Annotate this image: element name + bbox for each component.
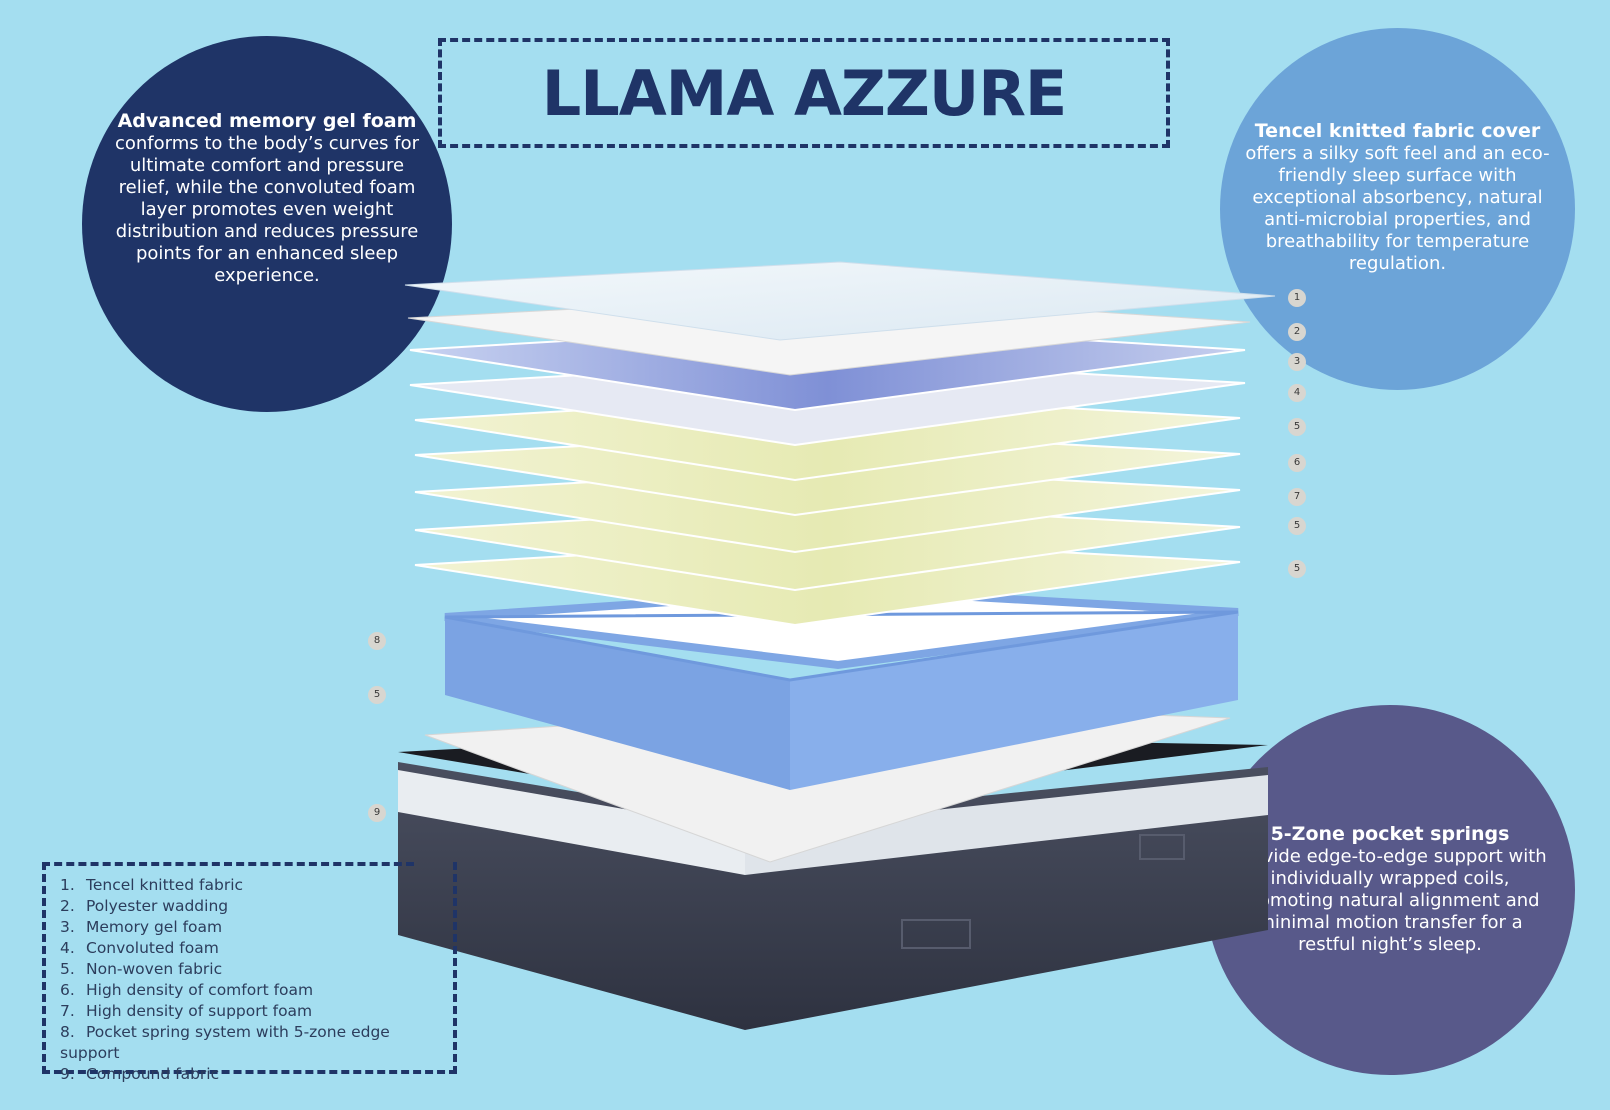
layer-marker: 5 xyxy=(1288,560,1306,578)
layer-marker: 2 xyxy=(1288,323,1306,341)
legend-border-top xyxy=(42,862,414,866)
memory-foam-callout-title: Advanced memory gel foam xyxy=(117,110,417,132)
layer-marker: 3 xyxy=(1288,353,1306,371)
tencel-callout: Tencel knitted fabric cover offers a sil… xyxy=(1220,28,1575,390)
layer-marker: 6 xyxy=(1288,454,1306,472)
foam-layers xyxy=(404,261,1276,627)
pocket-springs-layer xyxy=(444,585,1239,790)
legend-item: 1.Tencel knitted fabric xyxy=(60,876,244,894)
layer-marker: 7 xyxy=(1288,488,1306,506)
legend-item: 2.Polyester wadding xyxy=(60,897,229,915)
layer-marker: 8 xyxy=(368,632,386,650)
layer-marker: 5 xyxy=(368,686,386,704)
layer-marker: 4 xyxy=(1288,384,1306,402)
tencel-callout-body: offers a silky soft feel and an eco-frie… xyxy=(1245,143,1550,274)
springs-callout-body: provide edge-to-edge support with indivi… xyxy=(1233,846,1547,955)
legend-item: 7.High density of support foam xyxy=(60,1002,313,1020)
legend-item: 6.High density of comfort foam xyxy=(60,981,314,999)
springs-callout: 5-Zone pocket springs provide edge-to-ed… xyxy=(1205,705,1575,1075)
springs-callout-title: 5-Zone pocket springs xyxy=(1270,823,1510,845)
layer-marker: 1 xyxy=(1288,289,1306,307)
legend-item: 3.Memory gel foam xyxy=(60,918,223,936)
legend-item: 9.Compound fabric xyxy=(60,1065,220,1083)
page-title: LLAMA AZZURE xyxy=(541,56,1068,130)
layer-marker: 9 xyxy=(368,804,386,822)
legend-item: 4.Convoluted foam xyxy=(60,939,219,957)
tencel-callout-title: Tencel knitted fabric cover xyxy=(1254,120,1541,142)
layer-marker: 5 xyxy=(1288,418,1306,436)
layer-marker: 5 xyxy=(1288,517,1306,535)
layer-legend: 1.Tencel knitted fabric 2.Polyester wadd… xyxy=(42,862,457,1083)
legend-item: 5.Non-woven fabric xyxy=(60,960,223,978)
title-frame: LLAMA AZZURE xyxy=(438,38,1170,148)
memory-foam-callout: Advanced memory gel foam conforms to the… xyxy=(82,36,452,412)
legend-item: 8.Pocket spring system with 5-zone edge … xyxy=(60,1023,390,1062)
memory-foam-callout-body: conforms to the body’s curves for ultima… xyxy=(114,133,420,286)
